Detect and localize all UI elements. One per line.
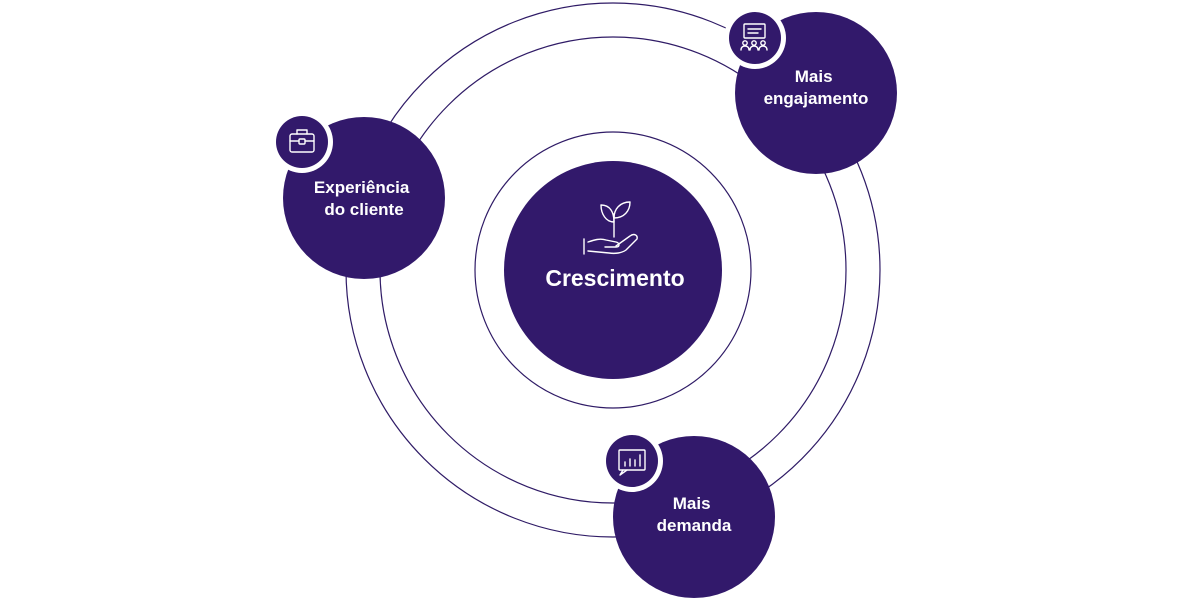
node-label-line: demanda: [657, 516, 732, 535]
node-label-line: Experiência: [314, 178, 410, 197]
node-icon-badge: [601, 430, 663, 492]
node-label-line: do cliente: [324, 200, 403, 219]
center-halo-ring: [474, 131, 752, 409]
center-label: Crescimento: [545, 265, 684, 291]
node-label-line: Mais: [673, 494, 711, 513]
node-demanda: Mais demanda: [601, 430, 775, 598]
node-experiencia: Experiência do cliente: [271, 111, 445, 279]
node-label: Experiência do cliente: [314, 178, 414, 219]
node-label-line: engajamento: [764, 89, 869, 108]
node-label: Mais engajamento: [764, 67, 869, 108]
node-label-line: Mais: [795, 67, 833, 86]
node-icon-badge: [724, 7, 786, 69]
node-label: Mais demanda: [657, 494, 732, 535]
briefcase-icon: [289, 129, 315, 153]
hand-plant-icon: [583, 201, 638, 255]
node-engajamento: Mais engajamento: [724, 7, 897, 174]
bar-chart-icon: [618, 449, 646, 476]
center-node: Crescimento: [504, 161, 722, 379]
node-icon-badge: [271, 111, 333, 173]
meeting-board-icon: [740, 23, 768, 51]
